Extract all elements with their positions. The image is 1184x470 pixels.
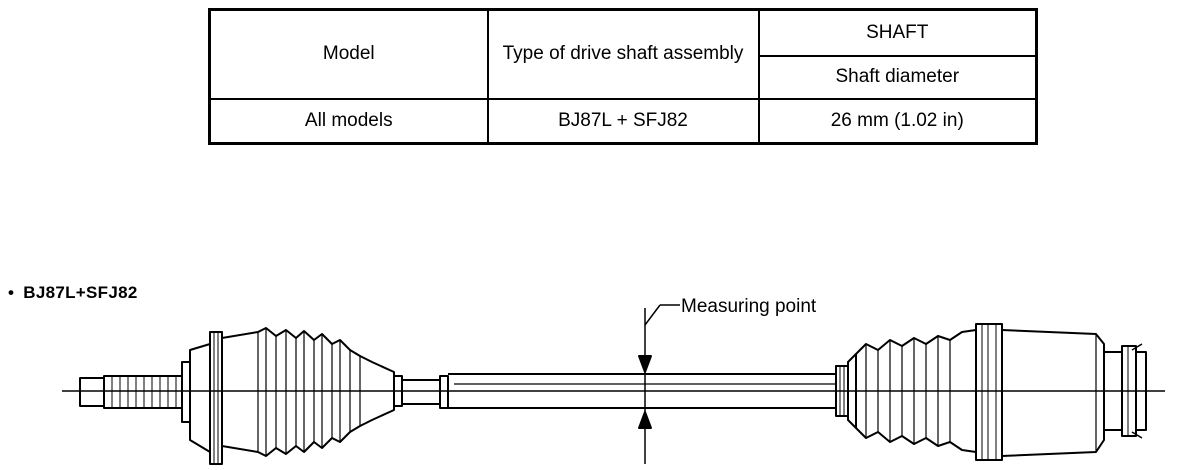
measuring-point-indicator xyxy=(638,304,680,464)
caption-text: BJ87L+SFJ82 xyxy=(23,283,138,302)
right-joint-housing xyxy=(975,323,1105,461)
header-shaft-diameter: Shaft diameter xyxy=(757,54,1038,100)
header-type: Type of drive shaft assembly xyxy=(486,8,760,100)
left-boot-clamp xyxy=(393,375,449,409)
cell-diameter: 26 mm (1.02 in) xyxy=(757,97,1038,145)
left-joint-housing xyxy=(189,331,223,465)
right-end-stub xyxy=(1103,343,1147,439)
header-shaft: SHAFT xyxy=(757,8,1038,57)
header-model: Model xyxy=(208,8,489,100)
caption-bullet: • xyxy=(8,283,15,302)
left-boot xyxy=(221,327,395,457)
measuring-point-label: Measuring point xyxy=(681,296,817,317)
left-stub-shaft xyxy=(79,361,191,423)
cell-type: BJ87L + SFJ82 xyxy=(486,97,760,145)
cell-model: All models xyxy=(208,97,489,145)
diagram-caption: • BJ87L+SFJ82 xyxy=(8,283,138,303)
table-row: All models BJ87L + SFJ82 26 mm (1.02 in) xyxy=(208,97,1038,145)
right-boot xyxy=(855,329,977,453)
drive-shaft-spec-table: Model Type of drive shaft assembly SHAFT… xyxy=(208,8,1038,145)
